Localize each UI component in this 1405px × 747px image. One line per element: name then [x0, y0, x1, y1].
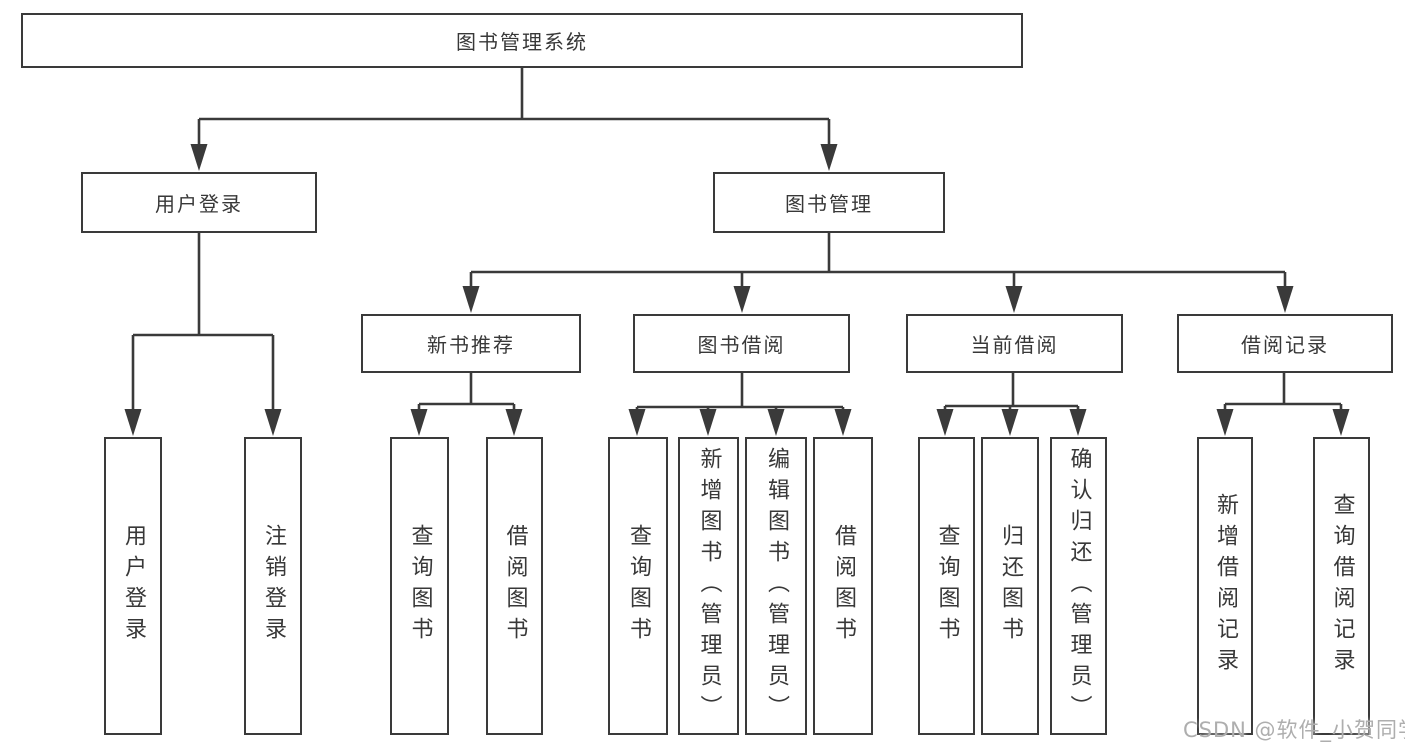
arrowhead-down	[628, 409, 646, 436]
edge-current-to-leaves	[936, 373, 1087, 436]
arrowhead-down	[1216, 409, 1234, 436]
leaf-add-borrow-record: 新增借阅记录	[1197, 437, 1253, 735]
leaf-return-book: 归还图书	[981, 437, 1039, 735]
node-user-login: 用户登录	[81, 172, 317, 233]
edge-line	[417, 373, 516, 412]
arrowhead-down	[733, 286, 751, 313]
arrowhead-down	[936, 409, 954, 436]
arrowhead-down	[767, 409, 785, 436]
edge-line	[469, 233, 1287, 289]
arrowhead-down	[190, 144, 208, 171]
arrowhead-down	[1276, 286, 1294, 313]
leaf-query-borrow-record: 查询借阅记录	[1313, 437, 1370, 735]
leaf-edit-book-admin: 编辑图书（管理员）	[745, 437, 807, 735]
edge-root-to-level2	[190, 68, 838, 171]
node-library-system: 图书管理系统	[21, 13, 1023, 68]
edge-line	[197, 68, 831, 147]
edge-borrow-to-leaves	[628, 373, 852, 436]
edge-newbook-to-leaves	[410, 373, 523, 436]
edge-line	[943, 373, 1080, 412]
arrowhead-down	[124, 409, 142, 436]
arrowhead-down	[1005, 286, 1023, 313]
arrowhead-down	[462, 286, 480, 313]
arrowhead-down	[699, 409, 717, 436]
edge-records-to-leaves	[1216, 373, 1350, 436]
arrowhead-down	[264, 409, 282, 436]
leaf-add-book-admin: 新增图书（管理员）	[678, 437, 739, 735]
leaf-query-books-3: 查询图书	[918, 437, 975, 735]
leaf-logout: 注销登录	[244, 437, 302, 735]
leaf-user-login: 用户登录	[104, 437, 162, 735]
node-book-borrow: 图书借阅	[633, 314, 850, 373]
arrowhead-down	[1332, 409, 1350, 436]
arrowhead-down	[1069, 409, 1087, 436]
edge-line	[635, 373, 845, 412]
arrowhead-down	[820, 144, 838, 171]
leaf-query-books-2: 查询图书	[608, 437, 668, 735]
arrowhead-down	[410, 409, 428, 436]
csdn-watermark: CSDN @软件_小贺同学	[1183, 718, 1405, 742]
leaf-query-books-1: 查询图书	[390, 437, 449, 735]
node-new-book-recommend: 新书推荐	[361, 314, 581, 373]
edge-userlogin-to-leaves	[124, 233, 282, 436]
edge-line	[1223, 373, 1343, 412]
leaf-borrow-books-2: 借阅图书	[813, 437, 873, 735]
edge-line	[131, 233, 275, 412]
arrowhead-down	[505, 409, 523, 436]
leaf-confirm-return-admin: 确认归还（管理员）	[1050, 437, 1107, 735]
leaf-borrow-books-1: 借阅图书	[486, 437, 543, 735]
edge-bookmgmt-to-level3	[462, 233, 1294, 313]
arrowhead-down	[834, 409, 852, 436]
node-current-borrow: 当前借阅	[906, 314, 1123, 373]
arrowhead-down	[1001, 409, 1019, 436]
node-borrow-records: 借阅记录	[1177, 314, 1393, 373]
node-book-management: 图书管理	[713, 172, 945, 233]
